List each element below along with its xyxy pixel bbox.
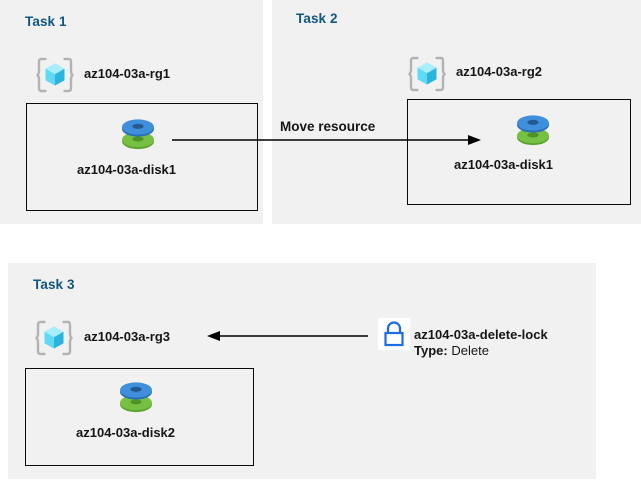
disk-label-task-2: az104-03a-disk1 <box>454 157 554 172</box>
resource-group-icon <box>36 56 74 94</box>
resource-group-label-rg2: az104-03a-rg2 <box>456 64 542 79</box>
managed-disk-icon <box>115 112 161 156</box>
panel-title-task-2: Task 2 <box>296 11 338 26</box>
panel-task-1 <box>0 0 263 224</box>
panel-title-task-3: Task 3 <box>33 277 75 292</box>
resource-group-icon <box>408 55 446 93</box>
resource-group-label-rg3: az104-03a-rg3 <box>84 329 170 344</box>
resource-box-task-2 <box>407 99 631 205</box>
lock-type-value: Delete <box>451 343 489 358</box>
resource-box-task-1 <box>26 103 258 211</box>
panel-task-2 <box>272 0 641 224</box>
connector-label-move-resource: Move resource <box>280 119 376 134</box>
panel-title-task-1: Task 1 <box>25 14 67 29</box>
lock-name-label: az104-03a-delete-lock <box>414 327 548 342</box>
disk-label-task-3: az104-03a-disk2 <box>76 425 176 440</box>
lock-type-row: Type: Delete <box>414 343 489 358</box>
panel-task-3 <box>8 263 596 479</box>
managed-disk-icon <box>510 108 556 152</box>
disk-label-task-1: az104-03a-disk1 <box>77 162 177 177</box>
resource-group-label-rg1: az104-03a-rg1 <box>84 66 170 81</box>
resource-group-icon <box>35 319 73 357</box>
resource-box-task-3 <box>25 368 254 466</box>
padlock-icon <box>378 318 410 350</box>
managed-disk-icon <box>113 375 159 419</box>
lock-type-key: Type: <box>414 343 448 358</box>
